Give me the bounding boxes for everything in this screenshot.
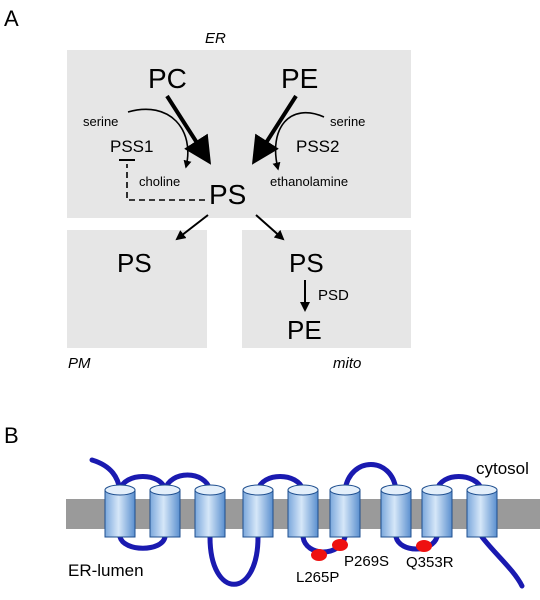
- transmembrane-helices: [104, 484, 498, 538]
- er-lumen-label: ER-lumen: [68, 561, 144, 580]
- mutation-label-l265p: L265P: [296, 569, 339, 586]
- pe-to-ps-arrow: [251, 94, 298, 165]
- mutation-label-q353r: Q353R: [406, 554, 454, 571]
- pe-lipid-er: PE: [281, 63, 318, 94]
- lumen-loop-2: [207, 534, 261, 587]
- tm-helix-4: [242, 484, 274, 538]
- ps-lipid-mito: PS: [289, 248, 324, 278]
- ps-inhibits-pss1-line: [126, 164, 205, 201]
- mito-compartment: [242, 230, 411, 348]
- tm-helix-5: [287, 484, 319, 538]
- tm-helix-9: [466, 484, 498, 538]
- panel-a-label: A: [4, 6, 19, 31]
- serine-choline-exchange-arrow: [127, 108, 192, 169]
- cyto-loop-4: [342, 462, 399, 493]
- pm-label: PM: [68, 355, 91, 372]
- tm-helix-3: [194, 484, 226, 538]
- mutation-label-p269s: P269S: [344, 553, 389, 570]
- mutation-site-p269s: [332, 539, 348, 551]
- pc-lipid: PC: [148, 63, 187, 94]
- tm-helix-2: [149, 484, 181, 538]
- pe-lipid-mito: PE: [287, 315, 322, 345]
- lumen-loop-4: [393, 534, 440, 552]
- ethanolamine-label: ethanolamine: [270, 174, 348, 189]
- tm-helix-6: [329, 484, 361, 538]
- serine-ethanolamine-exchange-arrow: [272, 111, 325, 171]
- pc-to-ps-arrow: [165, 94, 212, 165]
- mutation-site-l265p: [311, 549, 327, 561]
- lumen-loop-1: [117, 534, 168, 551]
- ps-lipid-pm: PS: [117, 248, 152, 278]
- er-label: ER: [205, 30, 226, 47]
- serine-right-label: serine: [330, 114, 365, 129]
- ps-to-pm-arrow: [175, 214, 209, 241]
- pss1-enzyme: PSS1: [110, 137, 153, 156]
- ps-lipid-er: PS: [209, 179, 246, 210]
- mito-label: mito: [333, 355, 361, 372]
- panel-b-label: B: [4, 423, 19, 448]
- psd-enzyme: PSD: [318, 287, 349, 304]
- er-compartment: [67, 50, 411, 218]
- ps-to-mito-arrow: [255, 214, 285, 241]
- pm-compartment: [67, 230, 207, 348]
- serine-left-label: serine: [83, 114, 118, 129]
- tm-helix-7: [380, 484, 412, 538]
- c-terminal-tail: [479, 534, 525, 589]
- cytosol-label: cytosol: [476, 459, 529, 478]
- tm-helix-1: [104, 484, 136, 538]
- pss2-enzyme: PSS2: [296, 137, 339, 156]
- choline-label: choline: [139, 174, 180, 189]
- tm-helix-8: [421, 484, 453, 538]
- mutation-site-q353r: [416, 540, 432, 552]
